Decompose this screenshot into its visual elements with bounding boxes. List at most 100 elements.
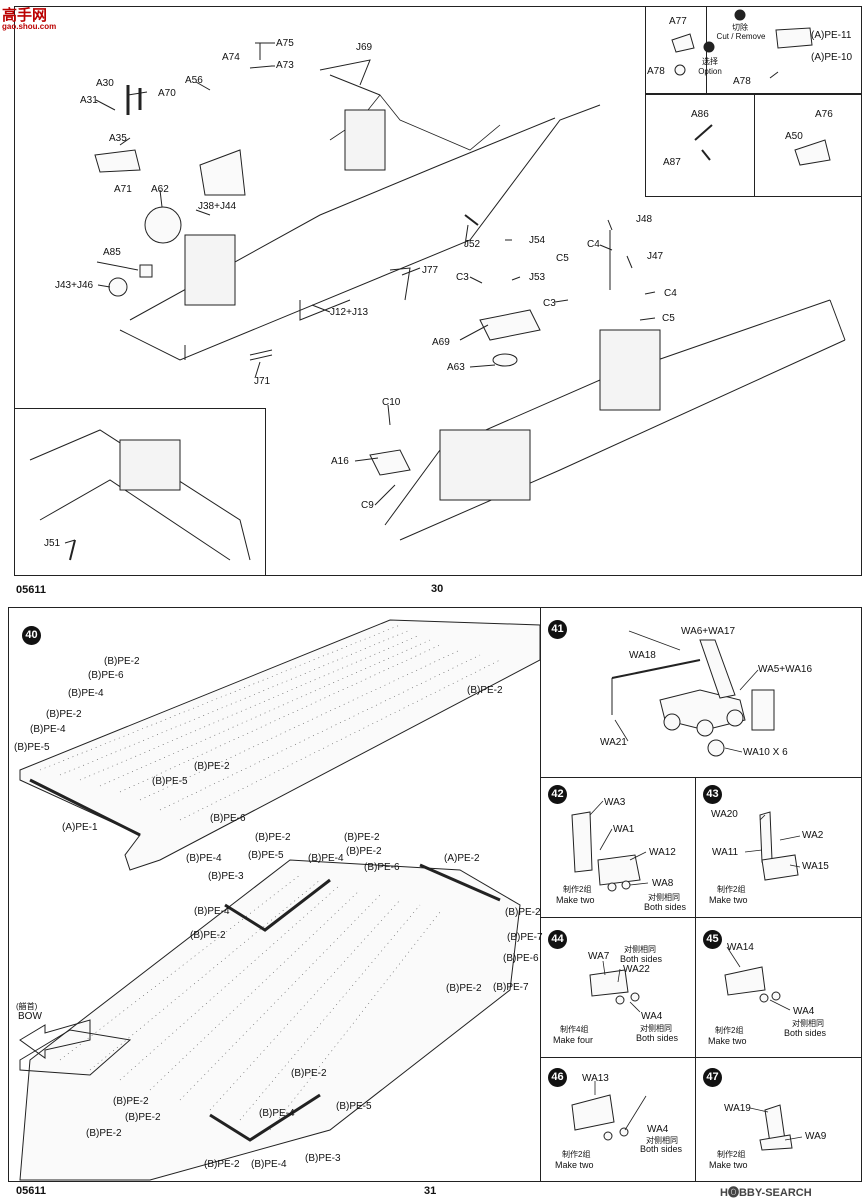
- label-a75: A75: [276, 38, 294, 49]
- label-s40-c1: (B)PE-4: [194, 906, 230, 917]
- label-wa15: WA15: [802, 861, 829, 872]
- make-cn-42: 制作2组: [563, 885, 592, 894]
- both-cn-42: 对侧相同: [648, 893, 680, 902]
- label-s40-l4: (B)PE-4: [30, 724, 66, 735]
- step-47-badge: 47: [703, 1068, 722, 1087]
- make-43: Make two: [709, 895, 748, 905]
- label-j52: J52: [464, 239, 481, 250]
- both-cn-45: 对侧相同: [792, 1019, 824, 1028]
- label-s40-b3: (B)PE-5: [336, 1101, 372, 1112]
- label-s40-l6: (A)PE-1: [62, 822, 98, 833]
- label-s40-c0: (B)PE-3: [208, 871, 244, 882]
- make-47: Make two: [709, 1160, 748, 1170]
- label-a74: A74: [222, 52, 240, 63]
- label-a50: A50: [785, 131, 803, 142]
- label-s40-l2: (B)PE-4: [68, 688, 104, 699]
- label-s40-b2: (B)PE-4: [259, 1108, 295, 1119]
- step-45-badge: 45: [703, 930, 722, 949]
- option-cn: 选择: [702, 57, 718, 66]
- both-42: Both sides: [644, 902, 687, 912]
- label-s40-s0: (B)PE-2: [505, 907, 541, 918]
- label-s40-m0: (B)PE-2: [194, 761, 230, 772]
- label-pe10: (A)PE-10: [811, 52, 853, 63]
- step-46-badge: 46: [548, 1068, 567, 1087]
- label-s40-b5: (B)PE-2: [86, 1128, 122, 1139]
- label-wa13: WA13: [582, 1073, 609, 1084]
- label-c3a: C3: [456, 272, 469, 283]
- watermark-top-url: gao.shou.com: [2, 22, 57, 31]
- label-wa20: WA20: [711, 809, 738, 820]
- label-wa21: WA21: [600, 737, 627, 748]
- label-s40-b1: (B)PE-2: [113, 1096, 149, 1107]
- watermark-bottom: H🅞BBY-SEARCH: [720, 1187, 812, 1199]
- watermark-top: 高手网: [2, 7, 48, 24]
- label-wa2: WA2: [802, 830, 824, 841]
- label-a56: A56: [185, 75, 203, 86]
- option-en: Option: [698, 67, 722, 76]
- label-wa8: WA8: [652, 878, 674, 889]
- make-44: Make four: [553, 1035, 594, 1045]
- label-wa19: WA19: [724, 1103, 751, 1114]
- bow-arrow: [19, 1019, 91, 1059]
- label-s40-l1: (B)PE-6: [88, 670, 124, 681]
- label-wa4-46: WA4: [647, 1124, 669, 1135]
- label-wa18: WA18: [629, 650, 656, 661]
- label-wa7: WA7: [588, 951, 610, 962]
- both-cn-44a: 对侧相同: [624, 945, 656, 954]
- label-wa22: WA22: [623, 964, 650, 975]
- label-s40-r0: (B)PE-2: [255, 832, 291, 843]
- label-s40-s1: (B)PE-7: [507, 932, 543, 943]
- both-45: Both sides: [784, 1028, 827, 1038]
- label-s40-m1: (B)PE-5: [152, 776, 188, 787]
- label-s40-l5: (B)PE-5: [14, 742, 50, 753]
- label-j12: J12+J13: [330, 307, 369, 318]
- label-a63: A63: [447, 362, 465, 373]
- label-c3b: C3: [543, 298, 556, 309]
- label-bow: BOW: [18, 1011, 42, 1022]
- make-46: Make two: [555, 1160, 594, 1170]
- label-j47: J47: [647, 251, 664, 262]
- page30-number: 30: [431, 583, 444, 595]
- label-wa10: WA10 X 6: [743, 747, 788, 758]
- make-cn-44: 制作4组: [560, 1025, 589, 1034]
- label-a77: A77: [669, 16, 687, 27]
- label-a78a: A78: [647, 66, 665, 77]
- label-s40-pe2right: (B)PE-2: [467, 685, 503, 696]
- label-c9: C9: [361, 500, 374, 511]
- label-s40-m2: (B)PE-6: [210, 813, 246, 824]
- make-cn-47: 制作2组: [717, 1150, 746, 1159]
- cut-cn: 切除: [732, 23, 748, 32]
- make-45: Make two: [708, 1036, 747, 1046]
- label-pe11: (A)PE-11: [811, 30, 852, 41]
- make-cn-43: 制作2组: [717, 885, 746, 894]
- label-wa14: WA14: [727, 942, 754, 953]
- label-a78b: A78: [733, 76, 751, 87]
- label-j43: J43+J46: [55, 280, 94, 291]
- label-j53: J53: [529, 272, 546, 283]
- label-s40-l3: (B)PE-2: [46, 709, 82, 720]
- label-c4b: C4: [664, 288, 677, 299]
- label-c5b: C5: [662, 313, 675, 324]
- label-s40-r5: (B)PE-6: [364, 862, 400, 873]
- label-wa9: WA9: [805, 1131, 827, 1142]
- label-j38: J38+J44: [198, 201, 237, 212]
- label-j71: J71: [254, 376, 271, 387]
- label-a62: A62: [151, 184, 169, 195]
- label-a76: A76: [815, 109, 833, 120]
- label-s40-r1: (B)PE-2: [344, 832, 380, 843]
- both-44a: Both sides: [620, 954, 663, 964]
- label-j48: J48: [636, 214, 653, 225]
- label-wa11: WA11: [712, 847, 739, 858]
- label-j77: J77: [422, 265, 439, 276]
- label-c5a: C5: [556, 253, 569, 264]
- label-wa4-44: WA4: [641, 1011, 663, 1022]
- label-s40-r4: (B)PE-2: [346, 846, 382, 857]
- label-wa3: WA3: [604, 797, 626, 808]
- page31-code: 05611: [16, 1185, 46, 1197]
- label-a71: A71: [114, 184, 132, 195]
- label-s40-l0: (B)PE-2: [104, 656, 140, 667]
- box-a76: [754, 94, 862, 197]
- make-42: Make two: [556, 895, 595, 905]
- label-s40-r2: (B)PE-5: [248, 850, 284, 861]
- step-44-badge: 44: [548, 930, 567, 949]
